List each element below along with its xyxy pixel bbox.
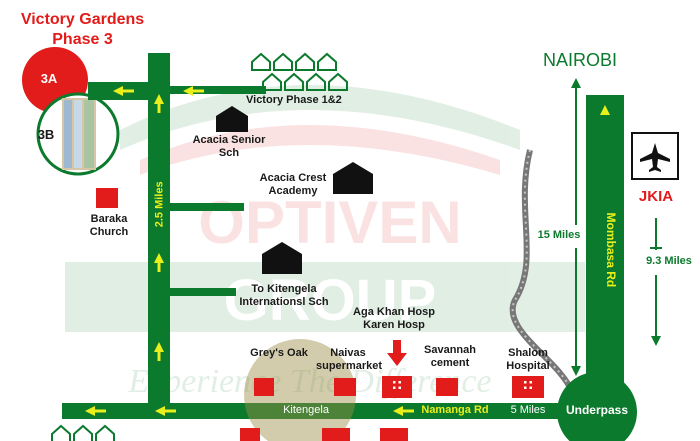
namanga-road-label: Namanga Rd — [421, 404, 489, 416]
page-title: Victory Gardens Phase 3 — [20, 11, 145, 48]
acacia-crest-icon — [333, 162, 373, 194]
railway-line — [509, 149, 575, 394]
main-vertical-road — [148, 53, 170, 413]
mombasa-distance: 15 Miles — [537, 229, 581, 241]
jkia-distance: 9.3 Miles — [646, 255, 692, 267]
greys-oak-marker[interactable] — [254, 378, 274, 396]
underpass-label: Underpass — [565, 403, 629, 417]
aga-khan-label: Aga Khan Hosp Karen Hosp — [353, 306, 435, 331]
acacia-crest-label: Acacia Crest Academy — [259, 172, 327, 197]
mombasa-road-label: Mombasa Rd — [603, 212, 618, 288]
road-acacia-crest — [170, 203, 244, 211]
phase-3a-label: 3A — [41, 71, 58, 86]
kitengela-town-area — [244, 339, 356, 441]
acacia-senior-icon — [216, 106, 248, 132]
acacia-senior-label: Acacia Senior Sch — [192, 134, 266, 159]
airplane-icon — [631, 132, 679, 180]
watermark-word1: OPTIVEN — [198, 189, 461, 256]
savannah-label: Savannah cement — [424, 344, 476, 369]
road-kitengela-intl — [170, 288, 236, 296]
namanga-road-arrows — [85, 406, 414, 416]
baraka-church-marker[interactable] — [96, 188, 118, 208]
plot-map-thumbnail — [62, 98, 96, 170]
naivas-label: Naivas supermarket — [316, 347, 383, 372]
underpass-marker — [557, 372, 637, 441]
shalom-label: Shalom Hospital — [506, 347, 550, 372]
savannah-cement-marker[interactable] — [436, 378, 458, 396]
shalom-hospital-icon[interactable] — [512, 376, 544, 398]
kitengela-intl-icon — [262, 242, 302, 274]
vertical-road-distance: 2.5 Miles — [153, 181, 166, 228]
phase-3b-label: 3B — [38, 127, 55, 142]
watermark-word2: GROUP — [224, 268, 437, 333]
naivas-marker[interactable] — [334, 378, 356, 396]
namanga-road — [62, 403, 582, 419]
aga-khan-arrow — [387, 353, 407, 366]
aga-khan-hospital-icon[interactable] — [382, 376, 412, 398]
victory-phase-houses-icon — [251, 52, 348, 91]
baraka-church-label: Baraka Church — [89, 213, 129, 238]
greys-oak-label: Grey's Oak — [250, 347, 308, 359]
kitengela-road-label: Kitengela — [283, 404, 329, 416]
jkia-label: JKIA — [638, 188, 674, 205]
vertical-road-arrows — [154, 94, 164, 361]
namanga-distance: 5 Miles — [510, 404, 546, 416]
nairobi-label: NAIROBI — [542, 50, 617, 70]
watermark-tagline: Experience The Difference — [127, 363, 491, 400]
kitengela-intl-label: To Kitengela Internationsl Sch — [239, 283, 329, 308]
mombasa-road — [586, 95, 624, 415]
road-victory-phase — [170, 86, 266, 94]
victory-phase-label: Victory Phase 1&2 — [246, 94, 342, 106]
